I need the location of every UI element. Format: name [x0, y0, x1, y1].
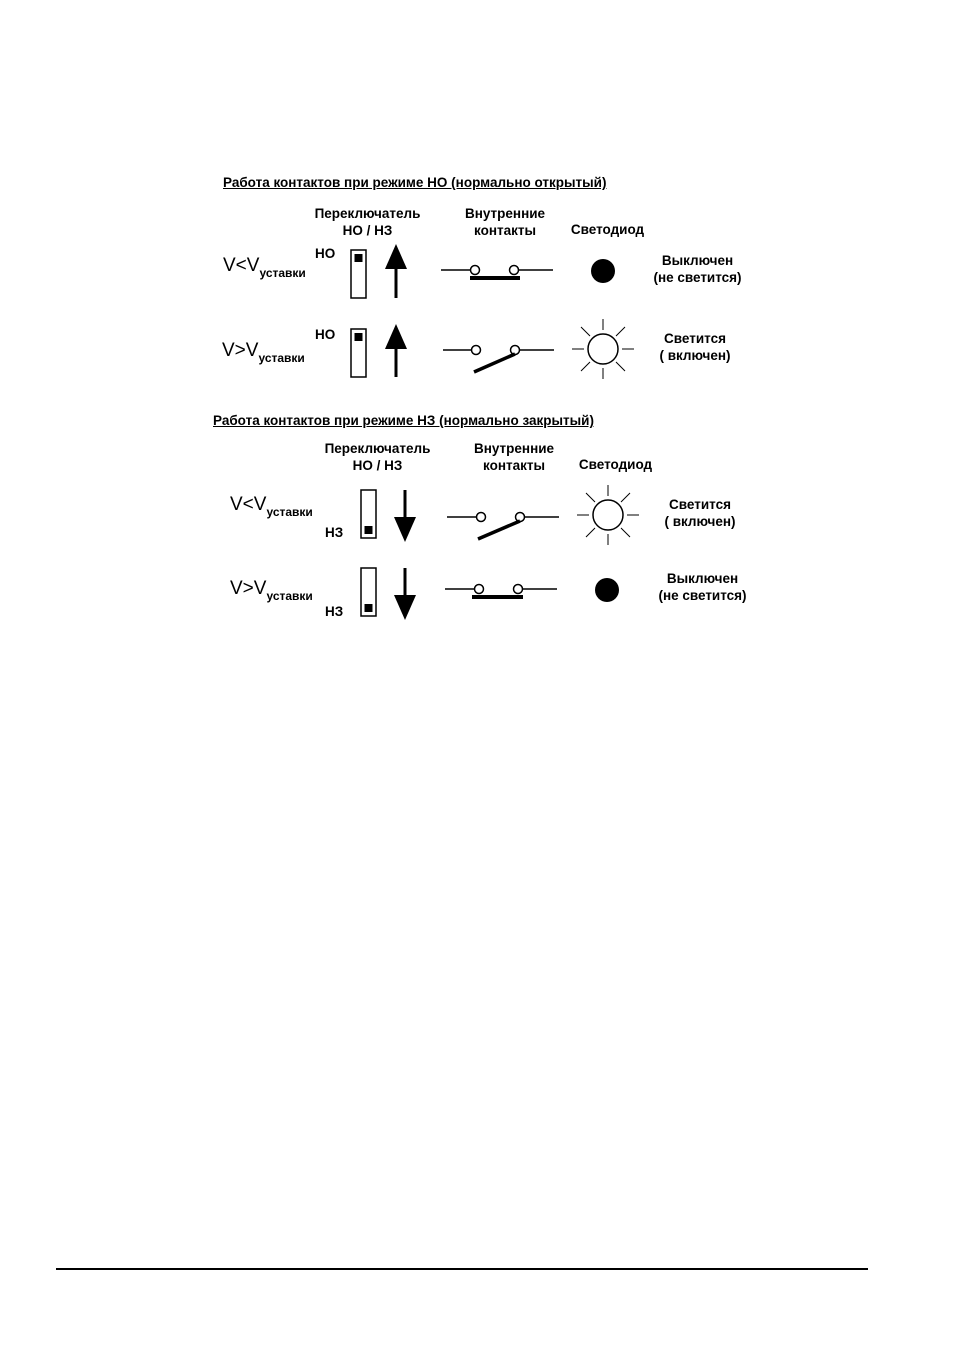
condition-row-3: V<Vуставки	[230, 494, 313, 519]
mode-label-row-2: НО	[315, 327, 336, 342]
header-contacts: Внутренние контакты	[459, 440, 569, 474]
led-off-icon	[591, 259, 615, 283]
footer-rule	[56, 1268, 868, 1270]
contacts-closed-icon	[445, 583, 557, 599]
switch-icon	[360, 567, 377, 617]
condition-row-2: V>Vуставки	[222, 340, 305, 365]
contacts-open-icon	[443, 344, 554, 374]
state-line2: (не светится)	[658, 588, 747, 603]
condition-sub: уставки	[258, 351, 305, 365]
condition-main: V<V	[223, 255, 260, 276]
arrow-down-icon	[394, 490, 416, 542]
condition-row-1: V<Vуставки	[223, 255, 306, 280]
header-switch-line1: Переключатель	[314, 206, 421, 221]
contacts-closed-icon	[441, 264, 553, 280]
condition-row-4: V>Vуставки	[230, 578, 313, 603]
state-line1: Светится	[669, 497, 731, 512]
led-on-icon	[572, 319, 634, 379]
condition-sub: уставки	[259, 266, 306, 280]
state-line1: Светится	[664, 331, 726, 346]
state-line1: Выключен	[661, 253, 734, 268]
header-contacts-line2: контакты	[483, 458, 545, 473]
switch-icon	[350, 328, 367, 378]
arrow-up-icon	[385, 244, 407, 298]
switch-icon	[350, 249, 367, 299]
header-contacts-line1: Внутренние	[473, 441, 555, 456]
section-title-no: Работа контактов при режиме НО (нормальн…	[223, 175, 607, 190]
header-led: Светодиод	[578, 457, 653, 472]
header-switch: Переключатель НО / НЗ	[310, 440, 445, 474]
condition-main: V>V	[222, 340, 259, 361]
condition-sub: уставки	[266, 589, 313, 603]
condition-main: V<V	[230, 494, 267, 515]
mode-label-row-4: НЗ	[325, 604, 344, 619]
arrow-down-icon	[394, 568, 416, 620]
condition-sub: уставки	[266, 505, 313, 519]
section-title-nz: Работа контактов при режиме НЗ (нормальн…	[213, 413, 594, 428]
led-off-icon	[595, 578, 619, 602]
header-switch-line1: Переключатель	[324, 441, 431, 456]
state-row-3: Светится ( включен)	[645, 496, 755, 530]
header-contacts: Внутренние контакты	[450, 205, 560, 239]
state-line2: (не светится)	[653, 270, 742, 285]
arrow-up-icon	[385, 324, 407, 377]
state-line1: Выключен	[666, 571, 739, 586]
contacts-open-icon	[447, 511, 559, 541]
header-contacts-line2: контакты	[474, 223, 536, 238]
state-row-1: Выключен (не светится)	[640, 252, 755, 286]
state-row-4: Выключен (не светится)	[645, 570, 760, 604]
state-line2: ( включен)	[659, 348, 731, 363]
mode-label-row-3: НЗ	[325, 525, 344, 540]
switch-icon	[360, 489, 377, 539]
state-row-2: Светится ( включен)	[640, 330, 750, 364]
header-switch-line2: НО / НЗ	[352, 458, 403, 473]
header-switch-line2: НО / НЗ	[342, 223, 393, 238]
condition-main: V>V	[230, 578, 267, 599]
led-on-icon	[577, 485, 639, 545]
header-led: Светодиод	[570, 222, 645, 237]
header-contacts-line1: Внутренние	[464, 206, 546, 221]
mode-label-row-1: НО	[315, 246, 336, 261]
header-switch: Переключатель НО / НЗ	[300, 205, 435, 239]
state-line2: ( включен)	[664, 514, 736, 529]
